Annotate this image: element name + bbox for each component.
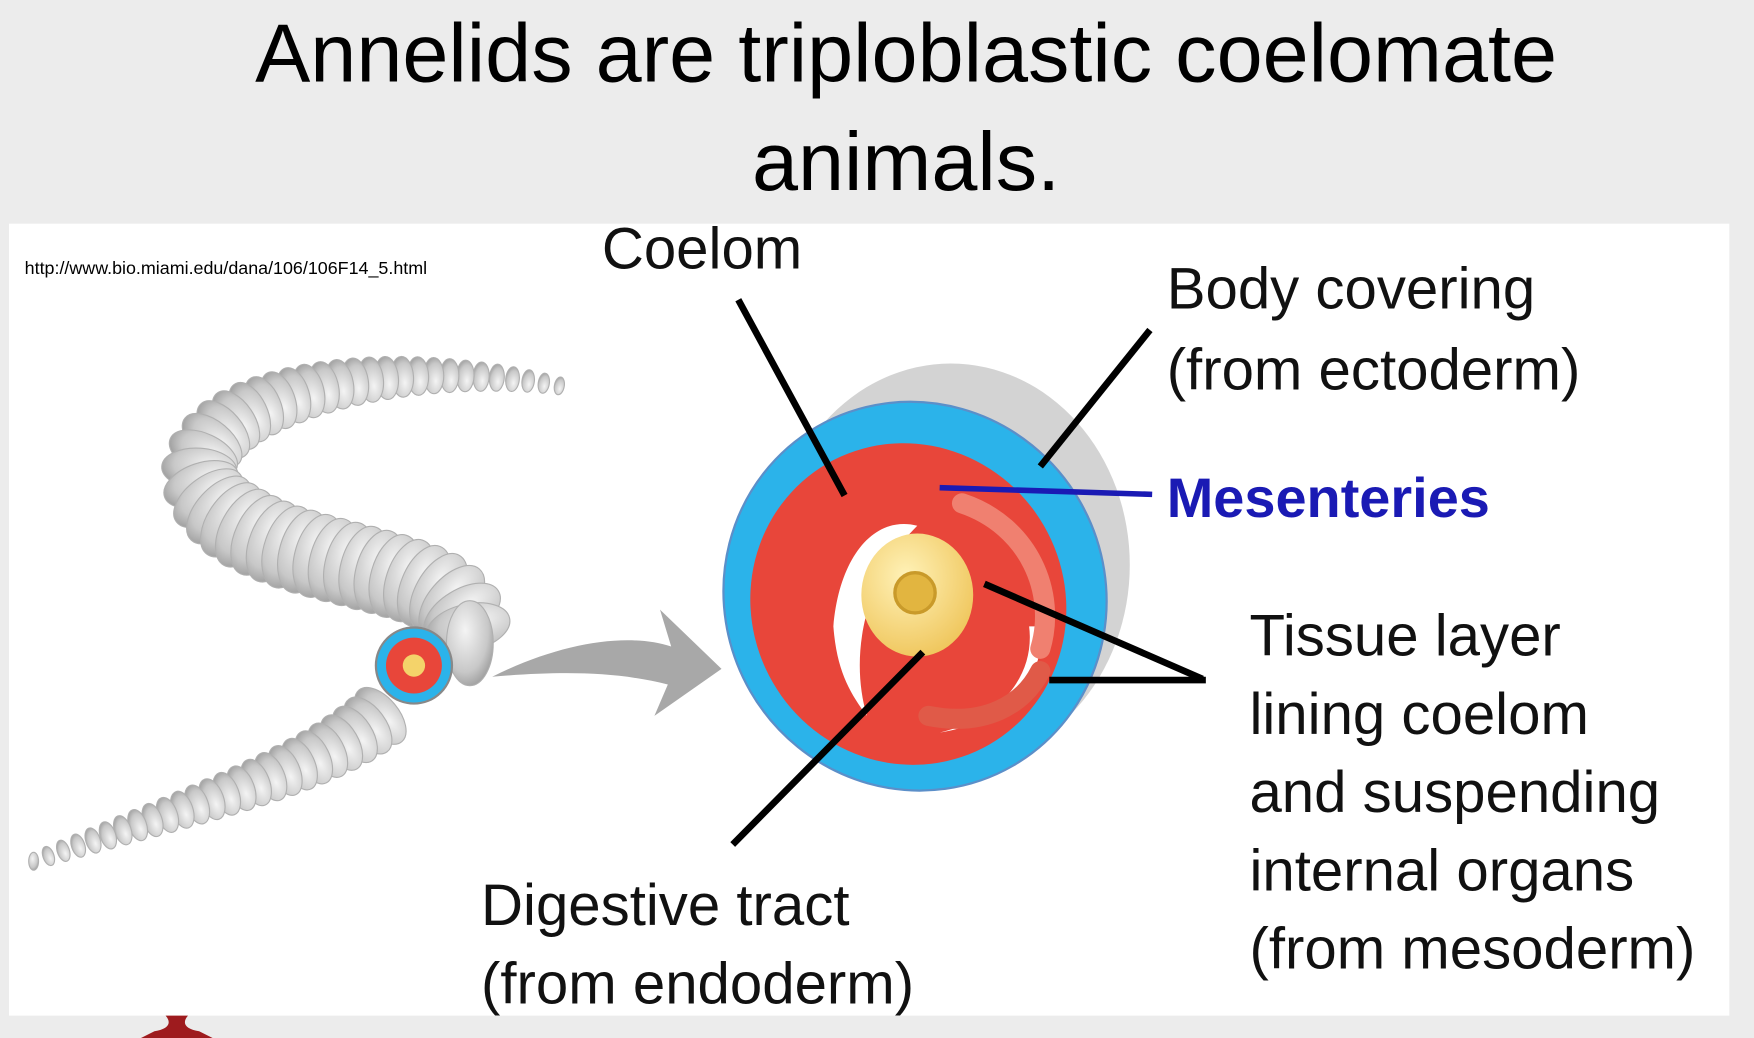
worm-segment [98, 821, 118, 850]
label-body-covering-1: Body covering [1167, 257, 1536, 322]
worm-segment [505, 366, 520, 393]
leader-lines [730, 298, 1206, 847]
worm-segment [537, 372, 551, 394]
label-tissue-layer-2: lining coelom [1249, 682, 1588, 747]
label-coelom: Coelom [602, 216, 802, 281]
source-url: http://www.bio.miami.edu/dana/106/106F14… [25, 258, 427, 279]
worm-segment [70, 833, 87, 858]
label-tissue-layer-5: (from mesoderm) [1249, 917, 1695, 982]
label-digestive-tract-1: Digestive tract [481, 873, 849, 938]
arrow-icon [492, 609, 722, 716]
coelom-space [833, 523, 918, 716]
worm-cross-section [374, 626, 454, 705]
mesenteries-leader [939, 484, 1153, 498]
slide-title-line-1: Annelids are triploblastic coelomate [255, 7, 1557, 100]
label-tissue-layer-4: internal organs [1249, 838, 1634, 903]
label-tissue-layer-3: and suspending [1249, 760, 1660, 825]
worm-segment [521, 369, 536, 393]
worm-segment [55, 839, 71, 862]
label-body-covering-2: (from ectoderm) [1167, 337, 1581, 402]
worm-segment [553, 376, 566, 396]
worm-segment [445, 600, 494, 687]
worm-segment [28, 851, 40, 871]
worm-segment [84, 827, 102, 854]
cross-section [722, 363, 1130, 792]
label-mesenteries: Mesenteries [1167, 466, 1490, 529]
slide-title-line-2: animals. [752, 115, 1060, 208]
earthworm-illustration [28, 355, 566, 871]
worm-segment [41, 845, 56, 867]
label-tissue-layer-1: Tissue layer [1249, 603, 1560, 668]
logo-fragment [141, 1015, 213, 1038]
label-digestive-tract-2: (from endoderm) [481, 951, 914, 1016]
